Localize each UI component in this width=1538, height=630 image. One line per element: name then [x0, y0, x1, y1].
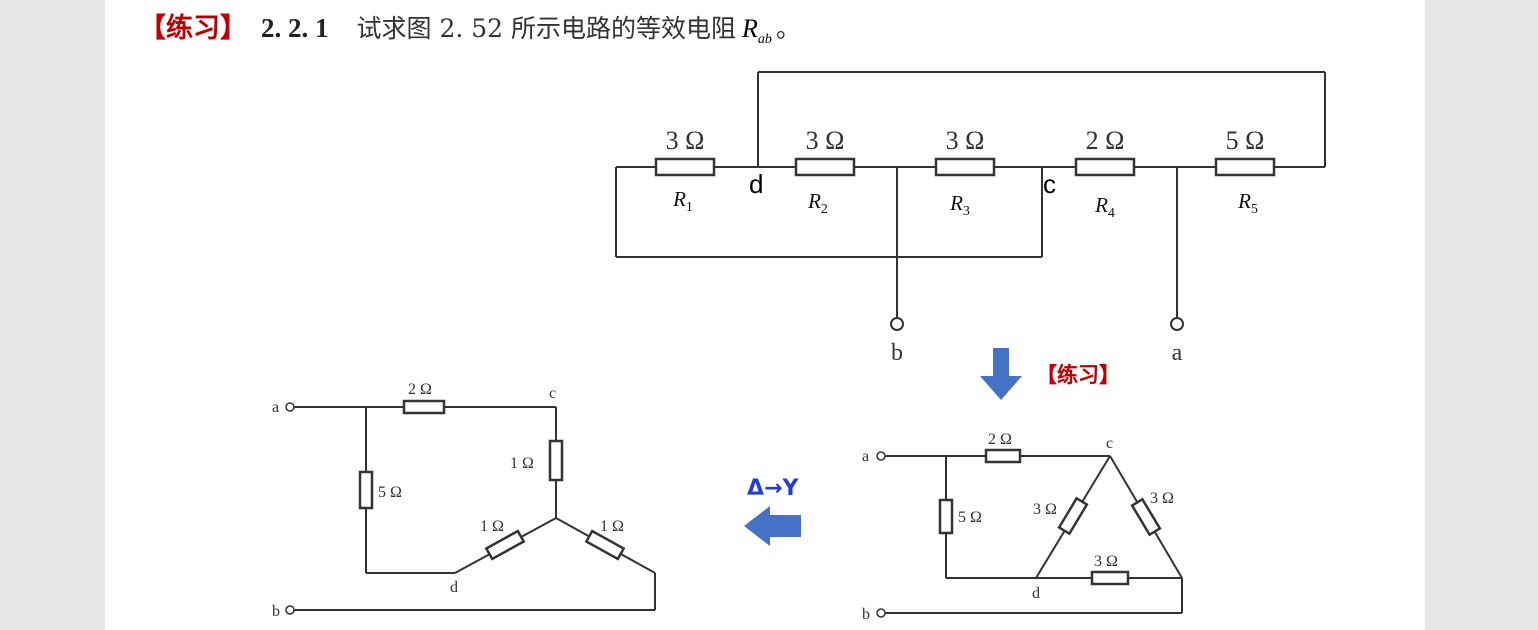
r3-label: R3 [949, 191, 970, 219]
delta-terminal-a: a [862, 448, 869, 465]
terminal-b-label: b [891, 340, 903, 366]
y-node-c: c [549, 385, 556, 402]
delta-r-tri-left-value: 3 Ω [1033, 501, 1057, 518]
y-terminal-b-dot [285, 605, 295, 615]
y-r-right [584, 529, 626, 561]
r2-value: 3 Ω [806, 126, 845, 155]
y-r-top-value: 2 Ω [408, 381, 432, 398]
resistor-r1 [654, 157, 716, 177]
resistor-r4 [1074, 157, 1136, 177]
r5-value: 5 Ω [1226, 126, 1265, 155]
top-resistors [654, 157, 1276, 177]
y-terminal-b: b [272, 603, 280, 620]
y-r-left [358, 470, 374, 510]
y-circuit [290, 406, 656, 611]
delta-node-c: c [1106, 435, 1113, 452]
exercise-tag: 【练习】 [139, 13, 247, 44]
y-r-c-value: 1 Ω [510, 455, 534, 472]
y-r-d-value: 1 Ω [480, 518, 504, 535]
delta-r-tri-right [1130, 497, 1162, 537]
rab-symbol: Rab [742, 14, 772, 48]
delta-r-bottom-value: 3 Ω [1094, 553, 1118, 570]
question-text: 试求图 2. 52 所示电路的等效电阻 [356, 14, 737, 43]
r3-value: 3 Ω [946, 126, 985, 155]
down-arrow-icon [980, 348, 1022, 400]
y-r-left-value: 5 Ω [378, 484, 402, 501]
exercise-header: 【练习】 2. 2. 1 试求图 2. 52 所示电路的等效电阻 Rab 。 [139, 6, 801, 47]
delta-r-tri-right-value: 3 Ω [1150, 490, 1174, 507]
y-r-d [484, 529, 526, 561]
top-circuit [615, 71, 1326, 318]
y-terminal-a: a [272, 399, 279, 416]
y-r-top [402, 399, 446, 415]
terminal-a-label: a [1172, 340, 1183, 366]
r1-value: 3 Ω [666, 126, 705, 155]
r4-label: R4 [1094, 193, 1115, 221]
y-r-right-value: 1 Ω [600, 518, 624, 535]
r2-label: R2 [807, 189, 828, 217]
delta-r-left-value: 5 Ω [958, 509, 982, 526]
delta-r-top-value: 2 Ω [988, 431, 1012, 448]
r4-value: 2 Ω [1086, 126, 1125, 155]
delta-r-tri-left [1057, 496, 1089, 536]
delta-r-left [938, 498, 954, 535]
left-arrow-icon [744, 506, 801, 546]
node-d-label: d [749, 169, 763, 199]
y-terminal-a-dot [285, 402, 295, 412]
end-mark: 。 [775, 14, 801, 43]
transform-label: Δ→Y [747, 476, 799, 501]
node-c-label: c [1043, 169, 1056, 199]
terminal-b-dot [890, 317, 904, 331]
delta-circuit [880, 455, 1183, 614]
delta-node-d: d [1032, 585, 1040, 602]
r1-label: R1 [672, 187, 693, 215]
y-node-d: d [450, 579, 458, 596]
down-arrow-label: 【练习】 [1036, 363, 1120, 387]
resistor-r2 [794, 157, 856, 177]
resistor-r3 [934, 157, 996, 177]
delta-r-bottom [1090, 570, 1130, 586]
exercise-number: 2. 2. 1 [261, 13, 329, 43]
delta-terminal-a-dot [876, 451, 886, 461]
delta-terminal-b-dot [876, 608, 886, 618]
y-r-c [548, 439, 564, 482]
r5-label: R5 [1237, 189, 1258, 217]
resistor-r5 [1214, 157, 1276, 177]
delta-r-top [984, 448, 1022, 464]
delta-terminal-b: b [862, 606, 870, 623]
terminal-a-dot [1170, 317, 1184, 331]
top-terminals [890, 317, 1184, 331]
